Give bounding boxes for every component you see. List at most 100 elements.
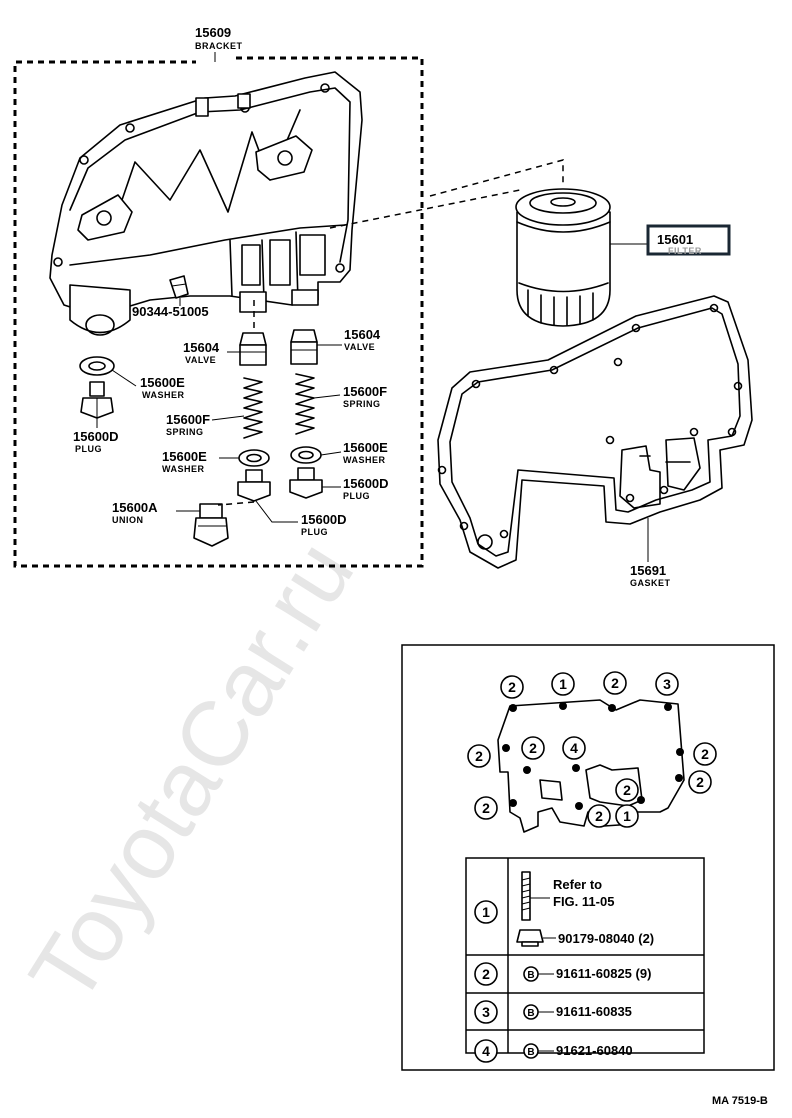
plug-center-name: PLUG xyxy=(301,527,328,537)
legend-row-3-bolt-mark: B xyxy=(527,1008,534,1019)
gasket-drawing xyxy=(437,295,753,569)
legend-row-1-line3: 90179-08040 (2) xyxy=(558,931,654,946)
legend-row-4: 4 B 91621-60840 xyxy=(474,1039,633,1063)
washer-right-number: 15600E xyxy=(343,440,388,455)
washer-left-top-drawing xyxy=(79,356,115,376)
legend-row-1-line2: FIG. 11-05 xyxy=(553,894,614,909)
plug-center-leader xyxy=(255,500,298,523)
spring-right-leader xyxy=(313,394,341,399)
valve-left-name: VALVE xyxy=(185,355,216,365)
bolt-marker-label: 3 xyxy=(663,676,671,692)
bolt-marker-label: 2 xyxy=(595,808,603,824)
plug-far-left-name: PLUG xyxy=(75,444,102,454)
legend-row-4-bolt-mark: B xyxy=(527,1047,534,1058)
stud-icon xyxy=(521,871,531,921)
legend-row-1: 1 Refer to FIG. 11-05 90179-08040 (2) xyxy=(474,871,654,947)
legend-row-3: 3 B 91611-60835 xyxy=(474,1000,632,1024)
diagram-code: MA 7519-B xyxy=(712,1095,768,1107)
legend-row-1-line1: Refer to xyxy=(553,877,602,892)
plug-right-drawing xyxy=(289,467,323,499)
bolt-marker: 2 xyxy=(693,742,717,766)
gasket-part-number: 15691 xyxy=(630,563,666,578)
bolt-marker-label: 4 xyxy=(570,740,578,756)
bolt-marker: 3 xyxy=(655,672,679,696)
washer-right-drawing xyxy=(290,446,322,464)
bolt-marker-label: 1 xyxy=(623,808,631,824)
union-name: UNION xyxy=(112,515,144,525)
bolt-marker: 2 xyxy=(688,770,712,794)
bracket-part-name: BRACKET xyxy=(195,41,243,51)
spring-left-number: 15600F xyxy=(166,412,210,427)
oil-filter-drawing xyxy=(515,188,611,327)
filter-part-name: FILTER xyxy=(668,246,702,256)
bracket-part-number: 15609 xyxy=(195,25,231,40)
bolt-marker-label: 2 xyxy=(529,740,537,756)
valve-right-name: VALVE xyxy=(344,342,375,352)
legend-row-2-key: 2 xyxy=(482,966,490,982)
filter-connect-dash-upper xyxy=(429,159,564,197)
bolt-marker: 2 xyxy=(467,744,491,768)
plug-right-name: PLUG xyxy=(343,491,370,501)
union-alignment-dash xyxy=(217,501,255,506)
union-number: 15600A xyxy=(112,500,158,515)
bolt-90344-drawing xyxy=(169,275,189,299)
bolt-part-number: 90344-51005 xyxy=(132,304,209,319)
bolt-marker: 2 xyxy=(521,736,545,760)
legend-row-2-text: 91611-60825 (9) xyxy=(556,966,651,981)
washer-left-top-leader xyxy=(111,369,137,387)
spring-left-leader xyxy=(211,415,245,421)
valve-right-drawing xyxy=(290,329,318,365)
washer-right-name: WASHER xyxy=(343,455,386,465)
bolt-marker-label: 2 xyxy=(696,774,704,790)
washer-left-top-name: WASHER xyxy=(142,390,185,400)
plug-center-drawing xyxy=(237,469,271,502)
filter-connect-dash-lower xyxy=(329,189,521,229)
valve-left-drawing xyxy=(239,332,267,366)
bolt-marker-label: 2 xyxy=(701,746,709,762)
spring-right-number: 15600F xyxy=(343,384,387,399)
washer-left-number: 15600E xyxy=(162,449,207,464)
legend-row-3-key: 3 xyxy=(482,1004,490,1020)
valve-right-number: 15604 xyxy=(344,327,381,342)
bolt-marker: 1 xyxy=(551,672,575,696)
bolt-marker: 4 xyxy=(562,736,586,760)
legend-row-4-key: 4 xyxy=(482,1043,490,1059)
gasket-part-name: GASKET xyxy=(630,578,671,588)
bolt-marker: 2 xyxy=(500,675,524,699)
bolt-marker: 2 xyxy=(603,671,627,695)
nut-icon xyxy=(516,929,544,947)
bolt-marker-label: 1 xyxy=(559,676,567,692)
legend-row-2-bolt-mark: B xyxy=(527,970,534,981)
bracket-assembly-box xyxy=(13,56,424,568)
bolt-marker: 2 xyxy=(474,796,498,820)
washer-left-drawing xyxy=(238,449,270,467)
plug-center-number: 15600D xyxy=(301,512,347,527)
bolt-legend-table xyxy=(465,857,705,1054)
spring-right-drawing xyxy=(295,373,315,435)
filter-highlight-box xyxy=(646,224,731,256)
spring-left-name: SPRING xyxy=(166,427,204,437)
bolt-marker-label: 2 xyxy=(508,679,516,695)
watermark-text: ToyotaCar.ru xyxy=(10,524,373,1020)
legend-row-4-text: 91621-60840 xyxy=(556,1043,633,1058)
bolt-marker: 1 xyxy=(615,804,639,828)
filter-part-number: 15601 xyxy=(657,232,693,247)
washer-left-top-number: 15600E xyxy=(140,375,185,390)
bolt-marker-label: 2 xyxy=(623,782,631,798)
legend-row-2: 2 B 91611-60825 (9) xyxy=(474,962,651,986)
bolt-marker-label: 2 xyxy=(611,675,619,691)
washer-left-name: WASHER xyxy=(162,464,205,474)
bolt-marker-label: 2 xyxy=(482,800,490,816)
bolt-marker-label: 2 xyxy=(475,748,483,764)
valve-left-number: 15604 xyxy=(183,340,220,355)
bolt-marker: 2 xyxy=(615,778,639,802)
inset-bolt-dots xyxy=(502,702,684,810)
bolt-marker: 2 xyxy=(587,804,611,828)
washer-right-leader xyxy=(320,451,342,456)
plug-far-left-number: 15600D xyxy=(73,429,119,444)
plug-right-number: 15600D xyxy=(343,476,389,491)
bracket-drawing xyxy=(49,71,363,336)
spring-right-name: SPRING xyxy=(343,399,381,409)
spring-left-drawing xyxy=(243,377,263,439)
